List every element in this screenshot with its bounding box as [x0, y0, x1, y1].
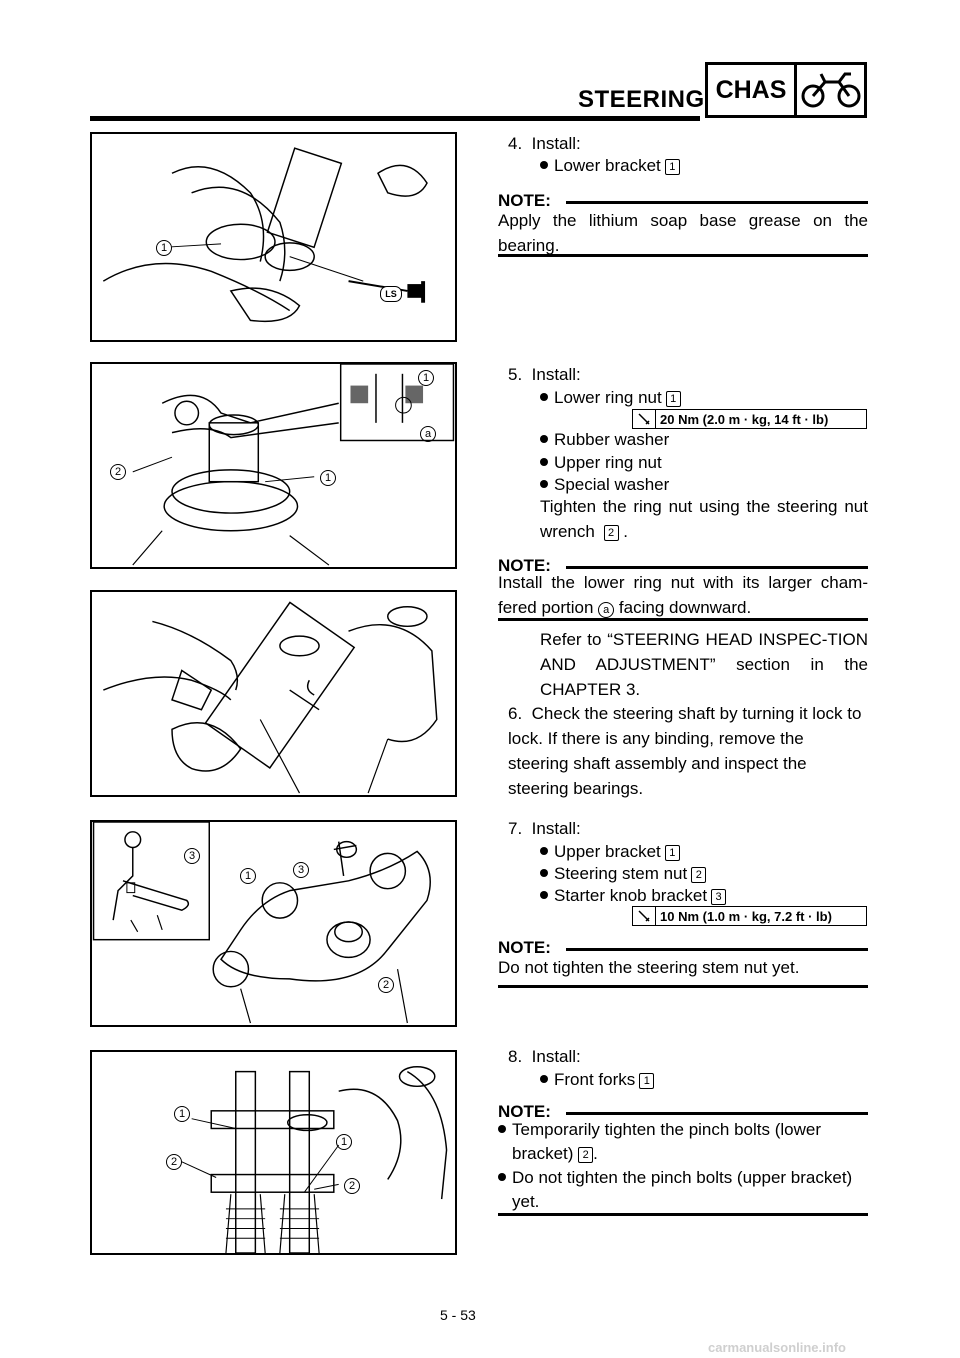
- bullet-icon: [540, 161, 548, 169]
- callout-1: 1: [320, 470, 336, 486]
- bullet-icon: [540, 458, 548, 466]
- bullet-upper-ring-nut: Upper ring nut: [540, 451, 662, 474]
- lube-tag-ls: LS: [380, 286, 402, 302]
- torque-spec: 20 Nm (2.0 m · kg, 14 ft · lb): [632, 409, 867, 429]
- figure-ring-nut: 1 2 1 a: [90, 362, 457, 569]
- callout-1: 1: [174, 1106, 190, 1122]
- bullet-icon: [540, 1075, 548, 1083]
- step-6: 6. Check the steering shaft by turning i…: [508, 704, 862, 798]
- callout-1: 1: [336, 1134, 352, 1150]
- note-bullet-2-cont: yet.: [512, 1192, 540, 1211]
- step-7: 7. Install:: [508, 819, 581, 838]
- note-end-rule: [498, 254, 868, 257]
- callout-2: 2: [378, 977, 394, 993]
- motorcycle-icon: [797, 65, 864, 115]
- note-label: NOTE:: [498, 191, 551, 210]
- bullet-icon: [540, 480, 548, 488]
- callout-2: 2: [110, 464, 126, 480]
- torque-wrench-icon: [633, 410, 656, 428]
- note-end-rule: [498, 985, 868, 988]
- note-text: Install the lower ring nut with its larg…: [498, 573, 868, 618]
- bullet-icon: [498, 1173, 506, 1181]
- note-label: NOTE:: [498, 938, 551, 957]
- callout-3: 3: [293, 862, 309, 878]
- step-number: 4.: [508, 134, 523, 153]
- figure-upper-bracket: 3 1 3 2: [90, 820, 457, 1027]
- note-rule: [566, 201, 868, 204]
- note-bullet-1-cont: bracket) 2.: [512, 1144, 598, 1163]
- torque-wrench-icon: [633, 907, 656, 925]
- figure-front-forks: 1 2 1 2: [90, 1050, 457, 1255]
- callout-1: 1: [418, 370, 434, 386]
- section-title: STEERING: [578, 86, 705, 113]
- page-number: 5 - 53: [440, 1307, 476, 1323]
- step-verb: Install:: [531, 134, 581, 153]
- note-rule: [566, 948, 868, 951]
- bullet-icon: [498, 1125, 506, 1133]
- step-4: 4. Install:: [508, 132, 581, 155]
- callout-2: 2: [166, 1154, 182, 1170]
- figure-wrench: [90, 590, 457, 797]
- bullet-rubber-washer: Rubber washer: [540, 428, 669, 451]
- bullet-special-washer: Special washer: [540, 473, 669, 496]
- note-end-rule: [498, 618, 868, 621]
- bullet-icon: [540, 869, 548, 877]
- step-8: 8. Install:: [508, 1047, 581, 1066]
- note-text: Do not tighten the steering stem nut yet…: [498, 958, 800, 977]
- callout-3: 3: [184, 848, 200, 864]
- refer-text: Refer to “STEERING HEAD INSPEC-TION AND …: [540, 630, 868, 699]
- callout-1: 1: [240, 868, 256, 884]
- bullet-icon: [540, 891, 548, 899]
- header-rule: [90, 116, 700, 121]
- tighten-instruction: Tighten the ring nut using the steering …: [540, 497, 868, 541]
- watermark: carmanualsonline.info: [708, 1340, 846, 1355]
- step-5: 5. Install:: [508, 365, 581, 384]
- note-rule: [566, 566, 868, 569]
- callout-a: a: [420, 426, 436, 442]
- note-bullet-1: Temporarily tighten the pinch bolts (low…: [498, 1117, 868, 1142]
- note-bullet-2: Do not tighten the pinch bolts (upper br…: [498, 1165, 868, 1190]
- figure-lower-bracket: 1 LS: [90, 132, 457, 342]
- note-rule: [566, 1112, 868, 1115]
- bullet-icon: [540, 847, 548, 855]
- bullet-icon: [540, 393, 548, 401]
- note-label: NOTE:: [498, 1102, 551, 1121]
- note-text: Apply the lithium soap base grease on th…: [498, 211, 868, 255]
- bullet-icon: [540, 435, 548, 443]
- chapter-label: CHAS: [708, 65, 797, 115]
- note-end-rule: [498, 1213, 868, 1216]
- callout-2: 2: [344, 1178, 360, 1194]
- torque-spec: 10 Nm (1.0 m · kg, 7.2 ft · lb): [632, 906, 867, 926]
- note-label: NOTE:: [498, 556, 551, 575]
- chapter-badge: CHAS: [705, 62, 867, 118]
- callout-1: 1: [156, 240, 172, 256]
